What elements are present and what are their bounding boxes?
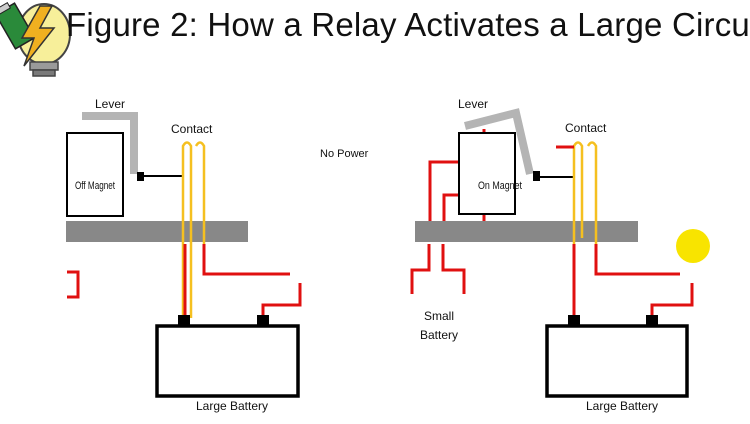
right-lever	[464, 108, 534, 175]
left-base	[66, 221, 248, 242]
right-small-wire-2	[441, 244, 466, 294]
right-contact-label: Contact	[565, 121, 607, 135]
left-lever	[82, 112, 138, 174]
right-coil-wire-left	[428, 160, 458, 238]
left-contact-label: Contact	[171, 122, 213, 136]
left-small-wire	[67, 270, 80, 299]
right-small-wire-1	[410, 244, 431, 294]
right-base	[415, 221, 638, 242]
small-battery-label-line2: Battery	[420, 328, 458, 342]
left-red-wire-c	[261, 283, 302, 318]
right-magnet	[458, 132, 516, 215]
left-magnet-label: Off Magnet	[75, 180, 115, 192]
right-circuit	[410, 108, 710, 398]
status-text: No Power	[320, 148, 369, 160]
left-lever-label: Lever	[95, 97, 125, 111]
right-red-wire-c	[650, 283, 694, 318]
small-battery-label-line1: Small	[424, 309, 454, 323]
left-circuit	[66, 112, 302, 398]
right-large-battery-label: Large Battery	[586, 399, 658, 413]
right-contact-wire-2	[586, 141, 598, 272]
left-magnet	[66, 132, 124, 217]
right-magnet-label: On Magnet	[478, 180, 522, 192]
left-contact-wire-1	[181, 141, 193, 318]
figure-title: Figure 2: How a Relay Activates a Large …	[66, 6, 750, 43]
left-red-wire-b	[202, 244, 290, 276]
right-lit-bulb	[676, 229, 710, 263]
left-contact-wire-2	[194, 141, 206, 274]
right-contact-wire-1	[572, 141, 584, 318]
right-red-wire-b	[594, 244, 680, 276]
logo-icon	[0, 2, 71, 77]
left-large-battery	[155, 324, 300, 398]
left-large-battery-label: Large Battery	[196, 399, 268, 413]
relay-figure: Figure 2: How a Relay Activates a Large …	[0, 2, 750, 413]
right-lever-label: Lever	[458, 97, 488, 111]
right-large-battery	[545, 324, 689, 398]
circuit-diagram: Lever Contact Off Magnet Large Battery N…	[66, 97, 710, 413]
